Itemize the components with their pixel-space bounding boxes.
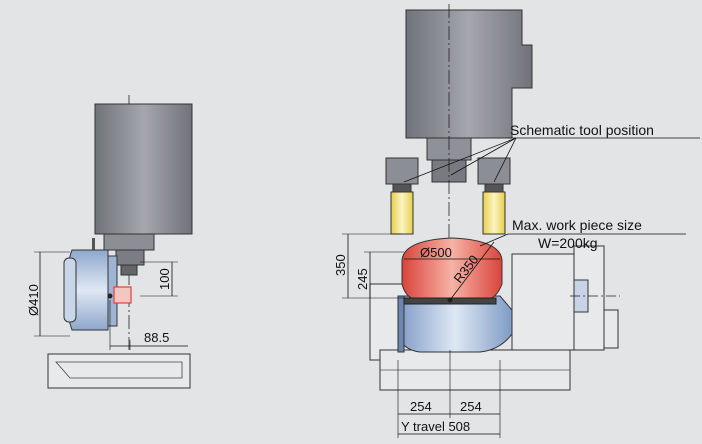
left-tool-holder <box>115 249 145 266</box>
dim-height-350: 350 <box>333 254 348 276</box>
left-work-piece <box>113 286 132 304</box>
tool-left-body <box>390 191 414 235</box>
tool-right-holder <box>477 157 511 185</box>
dim-y-travel: Y travel 508 <box>401 419 470 434</box>
left-base-slot <box>55 361 183 379</box>
right-housing <box>511 253 575 351</box>
main-spindle-head <box>405 9 533 139</box>
left-tool <box>120 264 138 276</box>
tool-left-holder <box>385 157 419 185</box>
right-view: Schematic tool position Ø500 R350 Max. w… <box>333 4 700 438</box>
dim-height-245: 245 <box>355 268 370 290</box>
left-view: Ø410 100 88.5 <box>26 95 193 389</box>
tool-right-body <box>482 191 506 235</box>
dim-y-half-left: 254 <box>410 399 432 414</box>
dim-y-half-right: 254 <box>460 399 482 414</box>
dim-left-diameter: Ø410 <box>26 284 41 316</box>
left-center-mark <box>107 293 113 299</box>
dim-left-offset: 88.5 <box>144 330 169 345</box>
dim-work-diameter: Ø500 <box>420 245 452 260</box>
right-work-piece <box>401 237 503 301</box>
left-spindle-nose <box>103 233 155 251</box>
label-max-work-piece: Max. work piece size <box>512 217 642 233</box>
left-base <box>47 353 191 389</box>
left-pin <box>92 238 95 250</box>
left-rotary-face <box>63 257 77 323</box>
dim-left-height: 100 <box>157 268 172 290</box>
label-tool-position: Schematic tool position <box>510 122 654 138</box>
label-weight: W=200kg <box>538 235 598 251</box>
right-motor <box>573 245 605 351</box>
left-spindle-head <box>94 103 193 235</box>
